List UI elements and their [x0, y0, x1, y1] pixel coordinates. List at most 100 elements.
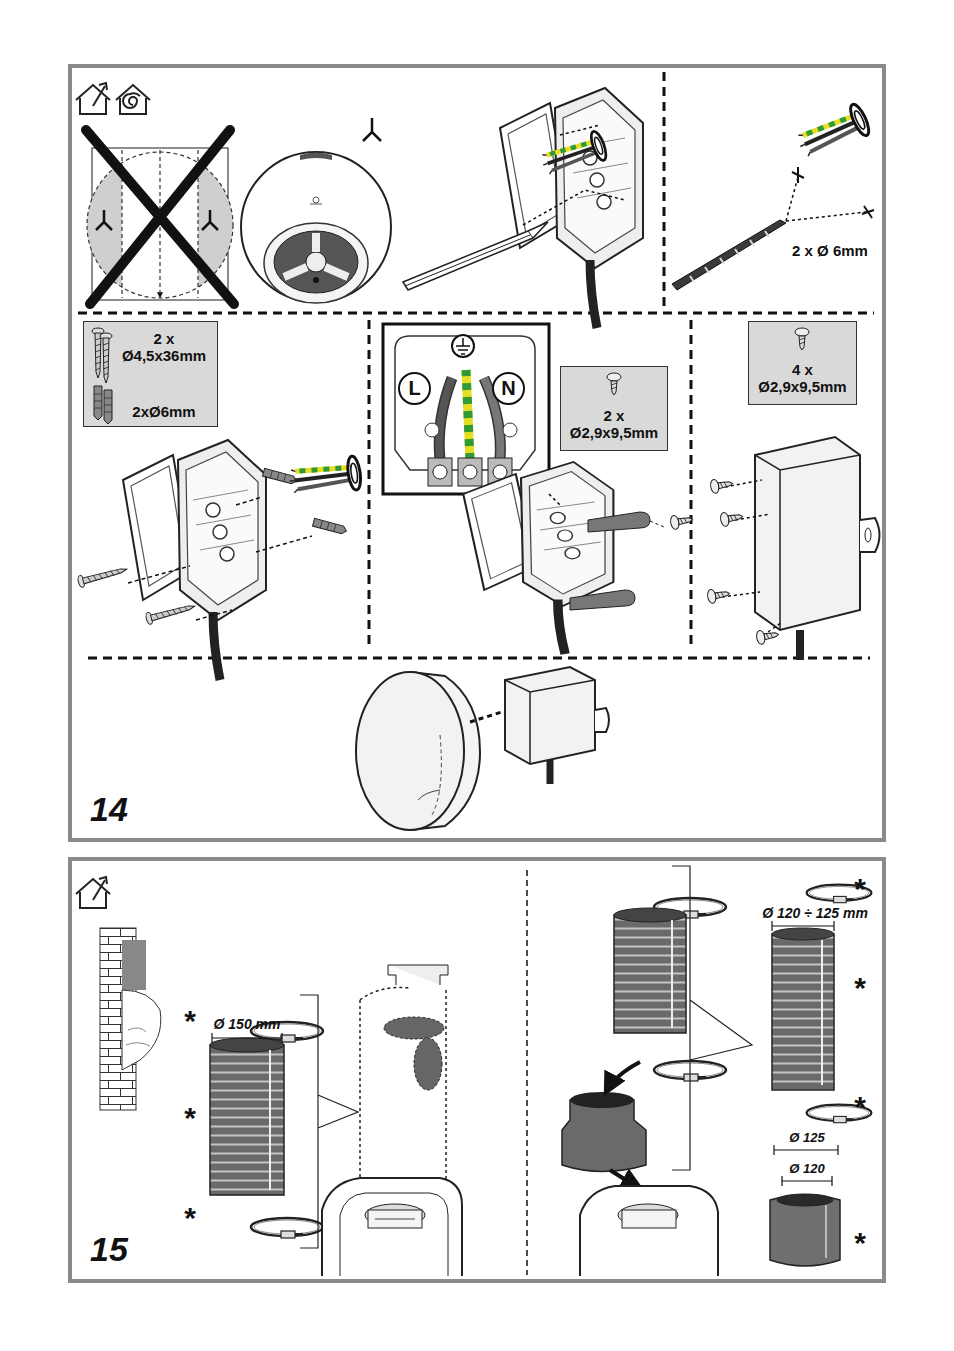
terminal-circle: L: [398, 372, 431, 405]
junction-box: [538, 130, 609, 181]
spare-part-mark: *: [184, 1004, 196, 1037]
closed-junction-box: [755, 437, 860, 630]
screw-icon: [720, 509, 744, 527]
hood-sphere: [300, 153, 332, 161]
mount-arrow: [606, 1062, 640, 1092]
hose-clamp: [807, 1105, 872, 1123]
junction-box: [463, 462, 613, 654]
screw-box-ground: [560, 366, 668, 451]
motor-cover: [580, 1186, 718, 1276]
marking-lines: [560, 125, 600, 135]
hood-sphere: [274, 231, 358, 293]
flexible-duct: [671, 920, 673, 1028]
screw-info-box: 4 x Ø2,9x9,5mm: [748, 321, 857, 405]
marking-lines: [523, 125, 625, 225]
ducted-mode-icon: [93, 880, 105, 900]
wrong-position-figure: [86, 130, 234, 304]
anchor-icon: [313, 518, 348, 535]
flexible-duct: [772, 928, 834, 1090]
junction-box: [123, 440, 266, 680]
chimney-outline: [360, 988, 446, 1191]
separator-line: [368, 320, 371, 650]
separator-line: [690, 320, 693, 650]
marking-lines: [523, 190, 625, 225]
flexible-duct: [614, 908, 686, 922]
wrong-position-figure: [202, 210, 218, 230]
hood-body: [356, 672, 464, 830]
screw-icon: [795, 328, 809, 350]
screw-icon: [707, 586, 731, 604]
screw-info-box: 2 x Ø4,5x36mm2xØ6mm: [83, 321, 218, 427]
hood-sphere: [264, 223, 368, 303]
hood-sphere: [241, 152, 391, 303]
anchor-icon: [104, 390, 112, 424]
mount-symbol: [363, 118, 381, 141]
dimension-label: Ø 120 ÷ 125 mm: [762, 906, 868, 921]
closed-junction-box: [755, 437, 880, 660]
cable-grommet: [287, 456, 362, 500]
flexible-duct: [772, 934, 834, 1090]
closed-junction-box: [755, 455, 860, 630]
hood-sphere: [306, 252, 326, 272]
fixing-lines: [128, 497, 312, 620]
screw-size: 2 x Ø2,9x9,5mm: [565, 407, 663, 442]
closed-junction-box: [860, 518, 880, 552]
wiring-inset: [463, 465, 477, 479]
reducer-adapter: [570, 1092, 634, 1108]
fixing-lines: [256, 536, 312, 552]
wiring-inset: [466, 370, 470, 460]
wiring-inset: [439, 378, 452, 460]
drill-bit: [672, 220, 786, 290]
hood-sphere: [284, 233, 348, 277]
anchor-size: 2xØ6mm: [114, 403, 214, 420]
screw-icon: [145, 600, 196, 625]
pencil: [405, 235, 530, 286]
wall-outlet: [122, 940, 146, 990]
hole-mark: [792, 167, 804, 183]
closed-junction-box: [865, 528, 871, 542]
motor-cover: [622, 1210, 676, 1228]
wiring-inset: [439, 378, 452, 460]
drill-bit: [690, 231, 769, 282]
spare-part-mark: *: [854, 971, 866, 1004]
step-number: 14: [90, 790, 128, 829]
ducted-mode-icon: [99, 877, 107, 884]
screw-icon: [756, 627, 780, 645]
cable-clamp: [570, 512, 650, 610]
reducer-adapter: [770, 1194, 840, 1266]
flexible-duct: [821, 940, 823, 1085]
junction-box: [463, 462, 613, 654]
reducer-adapter: [770, 1195, 840, 1266]
screw-icon: [77, 563, 128, 588]
wiring-inset: [433, 465, 447, 479]
closed-junction-box: [595, 708, 609, 732]
dimension-line: [212, 1033, 282, 1043]
drill-hole-lines: [786, 177, 798, 221]
fixing-lines: [768, 622, 782, 632]
motor-cover: [340, 1193, 448, 1276]
dimension-label: Ø 150 mm: [214, 1017, 281, 1032]
fixing-lines: [196, 610, 232, 620]
screw-icon: [710, 476, 734, 494]
fixing-lines: [236, 497, 262, 505]
wiring-inset: [383, 324, 549, 494]
dimension-line: [782, 1176, 832, 1186]
wiring-inset: [493, 465, 507, 479]
flexible-duct: [210, 1038, 284, 1052]
drill-hole-lines: [786, 212, 866, 221]
recirculation-mode-icon: [116, 85, 150, 114]
wiring-inset: [466, 370, 470, 460]
screw-box-ground: [748, 321, 857, 405]
dimension-label: Ø 125: [789, 1131, 824, 1145]
wiring-inset: [395, 336, 535, 470]
fixing-lines: [650, 521, 664, 527]
screw-box-ground: [83, 321, 218, 427]
hood-body: [432, 735, 441, 815]
terminal-label: N: [501, 377, 515, 400]
drill-size: 2 x Ø 6mm: [792, 243, 868, 260]
step-panel: 15: [68, 857, 886, 1283]
spare-part-mark: *: [854, 1226, 866, 1259]
wiring-inset: [456, 338, 470, 354]
closed-junction-box: [796, 630, 804, 660]
